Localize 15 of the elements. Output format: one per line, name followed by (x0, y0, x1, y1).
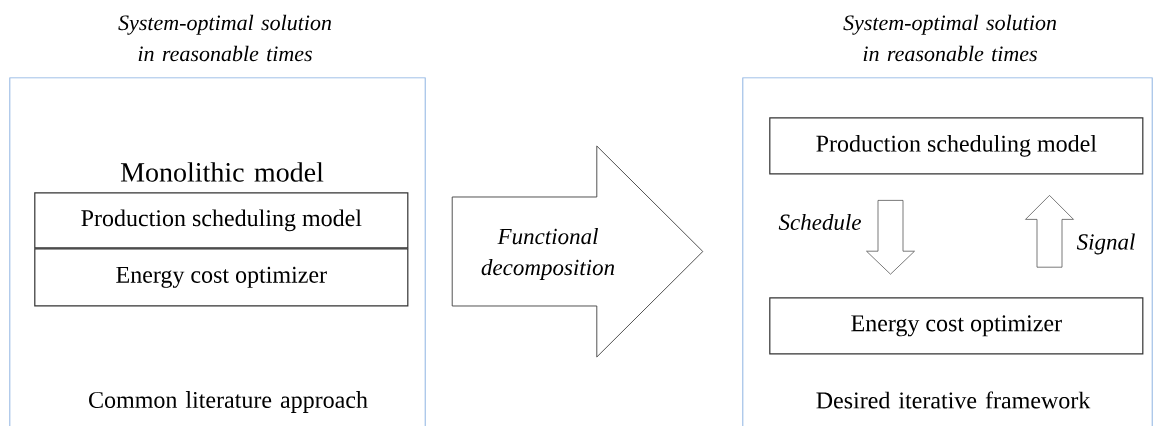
edge-label: Functional decomposition (481, 228, 615, 280)
process-box: Energy cost optimizer (769, 297, 1144, 355)
block-arrow (866, 200, 915, 275)
edge-label: Signal (1076, 233, 1135, 255)
block-arrow (1025, 195, 1074, 268)
heading-text: System-optimal solution in reasonable times (843, 14, 1057, 62)
edge-label: Schedule (778, 213, 861, 231)
process-box: Production scheduling model (769, 117, 1144, 175)
caption-text: Desired iterative framework (816, 391, 1091, 409)
process-box: Production scheduling model (34, 192, 409, 249)
model-title: Monolithic model (120, 162, 324, 182)
process-box: Energy cost optimizer (34, 248, 409, 307)
block-arrow (451, 145, 704, 358)
caption-text: Common literature approach (89, 391, 368, 413)
heading-text: System-optimal solution in reasonable times (118, 14, 332, 62)
